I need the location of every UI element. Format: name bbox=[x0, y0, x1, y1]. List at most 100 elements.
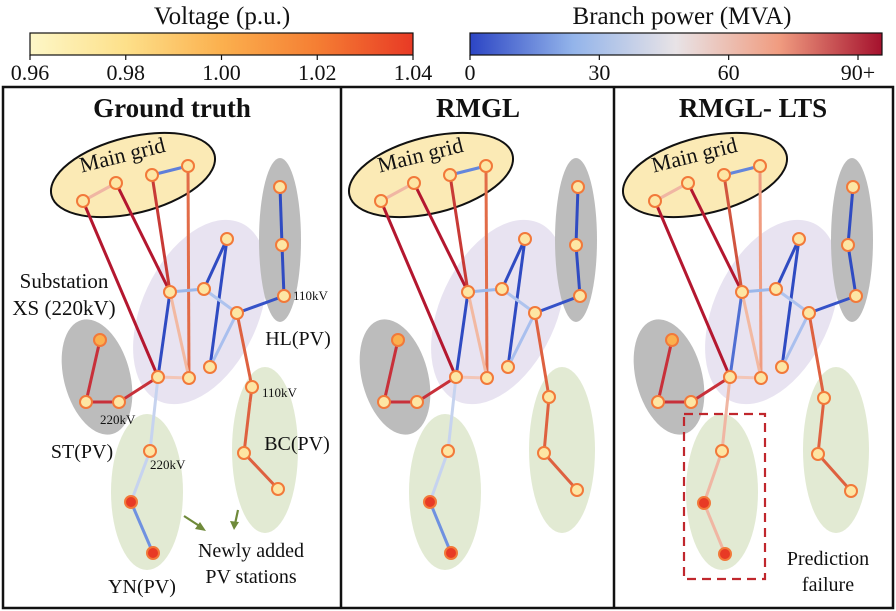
branch-edge bbox=[846, 244, 858, 297]
branch-edge bbox=[846, 186, 855, 246]
branch-edge bbox=[379, 200, 458, 378]
bus-node bbox=[684, 395, 698, 409]
failure-label: Prediction bbox=[787, 548, 869, 570]
branch-edge bbox=[484, 165, 489, 379]
bus-node bbox=[717, 168, 731, 182]
bus-node bbox=[849, 289, 863, 303]
bus-node bbox=[792, 232, 806, 246]
branch-edge bbox=[208, 238, 229, 368]
bus-node bbox=[495, 282, 509, 296]
bus-node bbox=[665, 333, 679, 347]
bus-node bbox=[846, 180, 860, 194]
bus-node bbox=[391, 333, 405, 347]
branch-edge bbox=[446, 376, 458, 452]
branch-edge bbox=[702, 450, 724, 504]
bus-node bbox=[802, 306, 816, 320]
yn-group-region bbox=[111, 414, 183, 570]
bus-node bbox=[146, 546, 160, 560]
bus-node bbox=[480, 371, 494, 385]
branch-edge bbox=[574, 186, 580, 246]
bus-node bbox=[461, 285, 475, 299]
bus-node bbox=[112, 395, 126, 409]
bus-node bbox=[571, 180, 585, 194]
branch-edge bbox=[242, 401, 252, 454]
kv-label: 110kV bbox=[262, 385, 298, 400]
nodes bbox=[76, 159, 291, 560]
branch-edge bbox=[816, 397, 826, 455]
bus-node bbox=[570, 483, 584, 497]
branch-edge bbox=[542, 396, 551, 454]
branch-edge bbox=[816, 453, 853, 492]
bus-node bbox=[377, 395, 391, 409]
bus-node bbox=[542, 390, 556, 404]
annotations: Substation XS (220kV) 110kV HL(PV) 110kV… bbox=[12, 269, 330, 598]
colorbar-tick-label: 1.04 bbox=[394, 60, 433, 85]
bus-node bbox=[735, 285, 749, 299]
voltage-colorbar bbox=[29, 32, 414, 56]
bus-node bbox=[753, 159, 767, 173]
bus-node bbox=[79, 395, 93, 409]
bus-node bbox=[441, 444, 455, 458]
bus-node bbox=[817, 391, 831, 405]
bus-node bbox=[573, 289, 587, 303]
branch-edge bbox=[780, 238, 801, 368]
branch-edge bbox=[236, 294, 285, 315]
bus-node bbox=[230, 306, 244, 320]
panel-ground-truth: Ground truth Main grid bbox=[12, 93, 330, 598]
bus-node bbox=[181, 159, 195, 173]
branch-edge bbox=[156, 291, 172, 378]
colorbar-tick-label: 1.00 bbox=[202, 60, 241, 85]
bus-node bbox=[163, 285, 177, 299]
branch-edge bbox=[466, 291, 489, 379]
bus-node bbox=[754, 371, 768, 385]
bus-node bbox=[501, 360, 515, 374]
branch-edge bbox=[114, 182, 172, 293]
branch-edge bbox=[382, 339, 400, 403]
bus-node bbox=[237, 446, 251, 460]
branch-edge bbox=[542, 452, 579, 491]
bus-node bbox=[811, 447, 825, 461]
branch-edge bbox=[656, 339, 674, 403]
regions bbox=[347, 131, 597, 570]
branch-edge bbox=[416, 375, 457, 404]
bus-node bbox=[76, 194, 90, 208]
colorbar-tick-label: 0.96 bbox=[11, 60, 50, 85]
branch-edge bbox=[84, 339, 102, 403]
branch-edge bbox=[208, 312, 239, 368]
hl-label: HL(PV) bbox=[265, 328, 331, 350]
branch-edge bbox=[280, 244, 286, 297]
branch-edge bbox=[702, 502, 727, 555]
branch-colorbar bbox=[469, 32, 883, 56]
nodes bbox=[648, 159, 863, 561]
colorbar-tick-label: 0 bbox=[465, 60, 476, 85]
bus-node bbox=[723, 370, 737, 384]
kv-label: 220kV bbox=[150, 457, 186, 472]
branch-edge bbox=[118, 375, 159, 404]
bus-node bbox=[697, 496, 711, 510]
branch-edge bbox=[780, 312, 811, 368]
branch-edge bbox=[428, 501, 453, 554]
bus-node bbox=[569, 238, 583, 252]
branch-edge bbox=[740, 291, 763, 379]
bus-node bbox=[518, 232, 532, 246]
bus-node bbox=[769, 282, 783, 296]
bus-node bbox=[151, 370, 165, 384]
bus-node bbox=[273, 180, 287, 194]
branch-edge bbox=[720, 376, 732, 452]
bus-node bbox=[775, 360, 789, 374]
regions bbox=[49, 131, 301, 570]
branch-edge bbox=[686, 182, 744, 293]
failure-label: failure bbox=[802, 574, 854, 596]
panel-rmgl: RMGL Main grid bbox=[347, 93, 597, 570]
bus-node bbox=[410, 395, 424, 409]
bus-node bbox=[479, 159, 493, 173]
branch-edge bbox=[186, 165, 191, 379]
branch-edge bbox=[533, 312, 551, 398]
st-group-region bbox=[633, 319, 705, 435]
bus-node bbox=[145, 168, 159, 182]
branch-edge bbox=[690, 375, 731, 404]
bus-node bbox=[537, 446, 551, 460]
colorbar-tick-label: 90+ bbox=[841, 60, 875, 85]
branch-edge bbox=[807, 312, 826, 399]
